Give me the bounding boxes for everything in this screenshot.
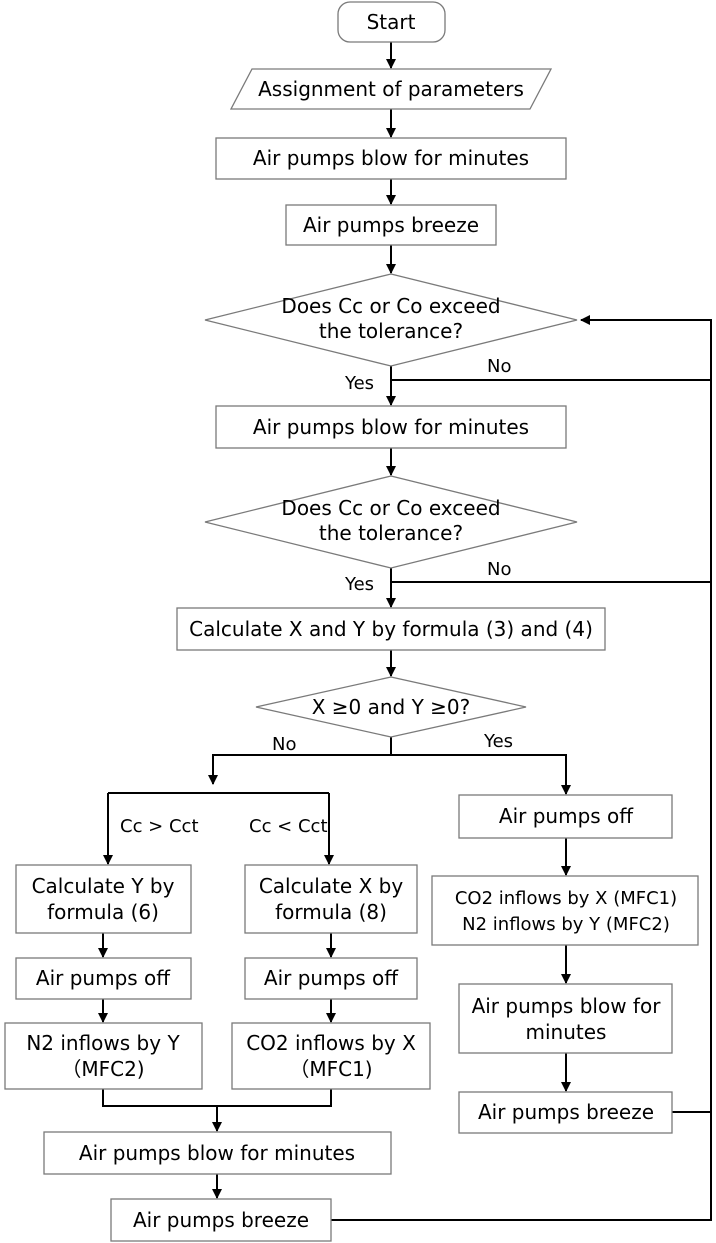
no1-label: No xyxy=(487,356,511,377)
calc-x-line1: Calculate X by xyxy=(259,874,404,898)
blow1-node: Air pumps blow for minutes xyxy=(215,137,567,180)
off-left-node: Air pumps off xyxy=(15,957,192,1000)
blow-right-node: Air pumps blow for minutes xyxy=(458,983,673,1054)
n2-left-line2: （MFC2) xyxy=(61,1057,144,1081)
decision2-node: Does Cc or Co exceed the tolerance? xyxy=(204,475,578,569)
start-node: Start xyxy=(337,1,446,43)
co2-mid-node: CO2 inflows by X （MFC1) xyxy=(231,1022,431,1090)
split-line xyxy=(208,737,392,785)
decision2-line1: Does Cc or Co exceed xyxy=(281,496,500,520)
calc-y-line1: Calculate Y by xyxy=(32,874,175,898)
off-left-text: Air pumps off xyxy=(36,966,171,990)
start-text: Start xyxy=(367,10,416,34)
decision2-line2: the tolerance? xyxy=(319,521,463,545)
cond-left-label: Cc > Cct xyxy=(120,816,199,837)
blow-bottom-node: Air pumps blow for minutes xyxy=(43,1131,392,1175)
calc-xy-text: Calculate X and Y by formula (3) and (4) xyxy=(189,617,593,641)
loop-return-line xyxy=(331,315,712,1221)
inflows-right-line2: N2 inflows by Y (MFC2) xyxy=(462,914,670,935)
connectors xyxy=(98,41,712,1221)
off-mid-node: Air pumps off xyxy=(244,957,418,1000)
decision1-node: Does Cc or Co exceed the tolerance? xyxy=(204,273,578,367)
breeze-bottom-text: Air pumps breeze xyxy=(133,1208,309,1232)
calc-y-line2: formula (6) xyxy=(47,900,159,924)
n2-left-line1: N2 inflows by Y xyxy=(26,1031,180,1055)
breeze-bottom-node: Air pumps breeze xyxy=(110,1198,332,1242)
yes2-label: Yes xyxy=(344,574,374,595)
calc-xy-node: Calculate X and Y by formula (3) and (4) xyxy=(176,607,606,651)
breeze1-node: Air pumps breeze xyxy=(285,204,497,246)
no3-label: No xyxy=(272,734,296,755)
inflows-right-line1: CO2 inflows by X (MFC1) xyxy=(455,888,677,909)
decision3-text: X ≥0 and Y ≥0? xyxy=(312,695,471,719)
blow2-text: Air pumps blow for minutes xyxy=(253,415,529,439)
n2-left-node: N2 inflows by Y （MFC2) xyxy=(4,1022,203,1090)
inflows-right-node: CO2 inflows by X (MFC1) N2 inflows by Y … xyxy=(431,875,699,946)
off-right-node: Air pumps off xyxy=(458,794,673,839)
calc-x-line2: formula (8) xyxy=(275,900,387,924)
calc-y-node: Calculate Y by formula (6) xyxy=(15,864,192,934)
merge-bar xyxy=(102,1089,332,1107)
yes3-line xyxy=(391,754,571,795)
cond-right-label: Cc < Cct xyxy=(249,816,328,837)
blow-bottom-text: Air pumps blow for minutes xyxy=(79,1141,355,1165)
decision1-line2: the tolerance? xyxy=(319,319,463,343)
decision1-line1: Does Cc or Co exceed xyxy=(281,294,500,318)
blow1-text: Air pumps blow for minutes xyxy=(253,146,529,170)
calc-x-node: Calculate X by formula (8) xyxy=(244,864,418,934)
off-right-text: Air pumps off xyxy=(499,804,634,828)
no2-label: No xyxy=(487,559,511,580)
breeze-right-node: Air pumps breeze xyxy=(458,1091,673,1134)
yes1-label: Yes xyxy=(344,373,374,394)
yes3-label: Yes xyxy=(483,731,513,752)
decision3-node: X ≥0 and Y ≥0? xyxy=(255,676,527,738)
off-mid-text: Air pumps off xyxy=(264,966,399,990)
blow-right-line2: minutes xyxy=(526,1020,607,1044)
co2-mid-line2: （MFC1) xyxy=(289,1057,372,1081)
edge-labels: Yes No Yes No No Yes Cc > Cct Cc < Cct xyxy=(120,356,513,837)
co2-mid-line1: CO2 inflows by X xyxy=(246,1031,416,1055)
assign-node: Assignment of parameters xyxy=(229,68,553,110)
breeze-right-text: Air pumps breeze xyxy=(478,1100,654,1124)
blow2-node: Air pumps blow for minutes xyxy=(215,405,567,449)
assign-text: Assignment of parameters xyxy=(258,77,524,101)
blow-right-line1: Air pumps blow for xyxy=(472,994,662,1018)
breeze1-text: Air pumps breeze xyxy=(303,213,479,237)
